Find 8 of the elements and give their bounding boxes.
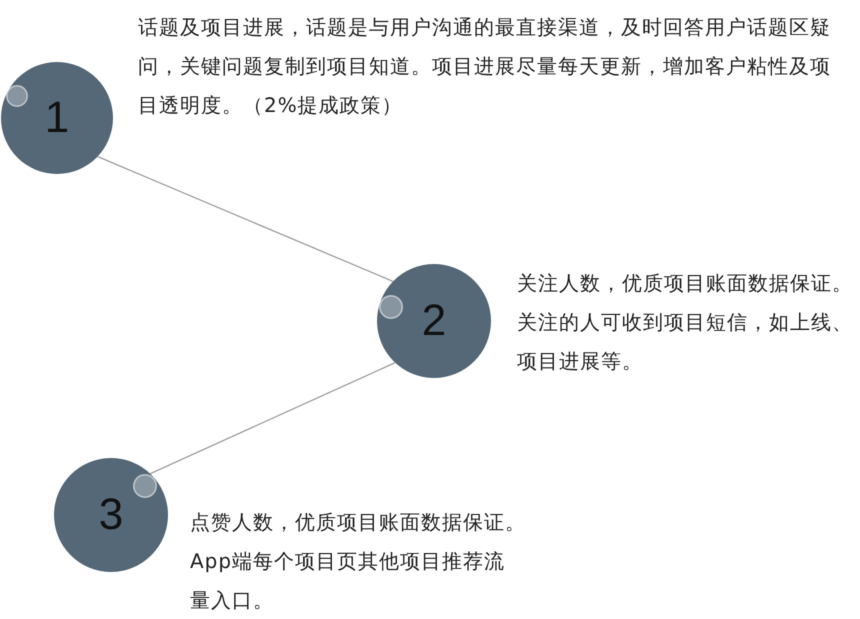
step-description: 关注人数，优质项目账面数据保证。关注的人可收到项目短信，如上线、项目进展等。	[517, 270, 854, 375]
step-description: 点赞人数，优质项目账面数据保证。App端每个项目页其他项目推荐流量入口。	[190, 509, 526, 614]
step-number: 3	[98, 493, 124, 537]
step-description: 话题及项目进展，话题是与用户沟通的最直接渠道，及时回答用户话题区疑问，关键问题复制到项目知道。项目进展尽量每天更新，增加客户粘性及项目透明度。（2%提成政策）	[138, 14, 832, 119]
connector-line	[97, 156, 394, 282]
step-number: 1	[44, 96, 70, 140]
step-number: 2	[422, 299, 446, 343]
connector-line	[150, 362, 396, 474]
